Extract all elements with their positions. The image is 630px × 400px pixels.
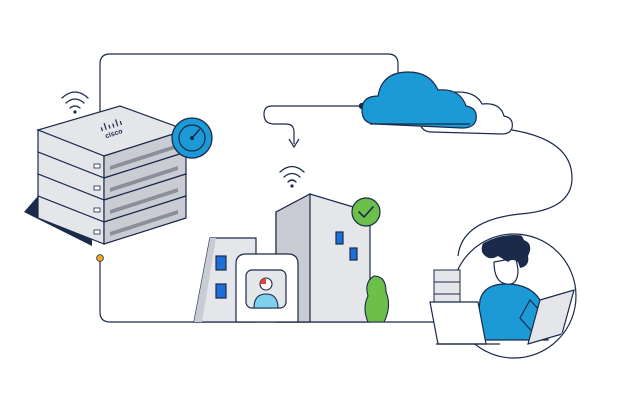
window: [349, 247, 358, 261]
user-head: [493, 257, 519, 285]
window: [215, 255, 227, 271]
server-connection-node: [96, 254, 104, 262]
tree-icon: [364, 275, 390, 323]
line-server-to-cloud: [99, 53, 399, 118]
window: [215, 283, 227, 299]
office-buildings: [193, 193, 371, 323]
server-rack: cisco: [24, 105, 188, 246]
line-server-to-user: [99, 260, 470, 323]
connection-lines: [99, 53, 573, 323]
wifi-dot-building: [290, 184, 294, 188]
wifi-icon: [61, 91, 89, 109]
wifi-icon-building: [279, 165, 305, 183]
checkmark-icon: [351, 197, 381, 227]
line-cloud-to-building: [263, 105, 362, 144]
cloud-icon: [361, 71, 477, 129]
wifi-dot: [73, 110, 77, 114]
user-hair: [481, 235, 531, 268]
arrow-head: [288, 138, 300, 149]
speedometer-icon: [171, 117, 213, 159]
laptop-icon: [429, 301, 500, 345]
line-cloud-to-user: [457, 129, 573, 257]
remote-person-icon: [253, 277, 279, 309]
window: [335, 231, 344, 245]
user-workspace: [429, 233, 577, 359]
